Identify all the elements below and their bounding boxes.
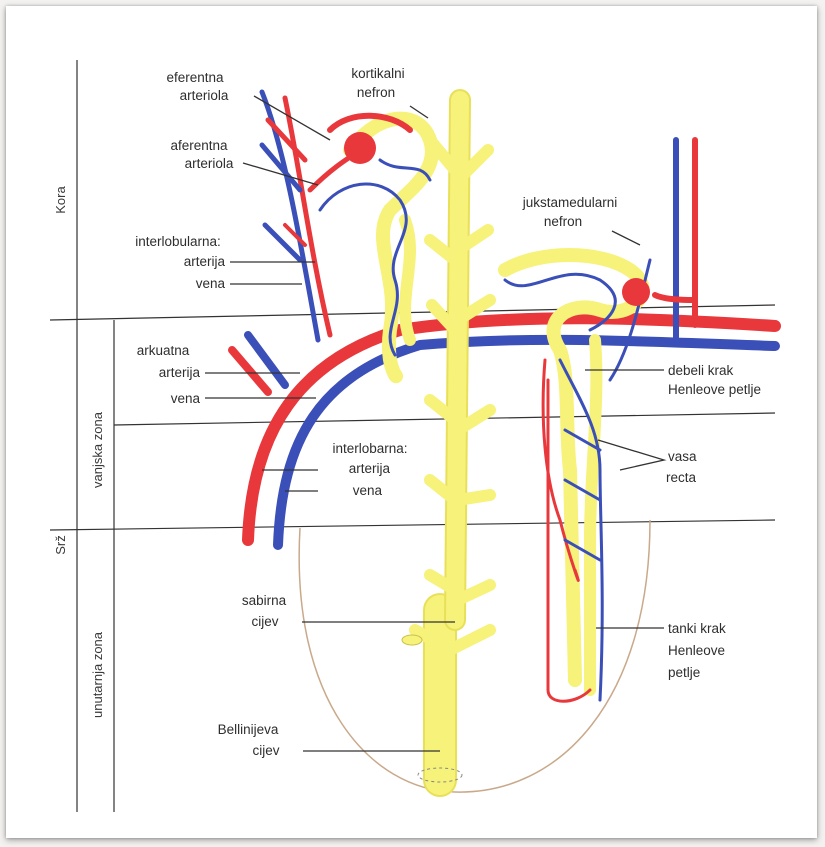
label-thin-2: Henleove <box>668 643 725 658</box>
outer-inner-zone-boundary <box>50 520 775 530</box>
label-juxta-2: nefron <box>544 214 582 229</box>
label-collecting-2: cijev <box>251 614 278 629</box>
label-thin-1: tanki krak <box>668 621 726 636</box>
label-interlobar-artery: arterija <box>349 461 391 476</box>
label-outer-zone: vanjska zona <box>90 411 105 488</box>
label-cortical-2: nefron <box>357 85 395 100</box>
label-afferent-2: arteriola <box>185 156 234 171</box>
label-interlobular: interlobularna: <box>135 234 221 249</box>
label-interlobular-vein: vena <box>196 276 226 291</box>
zone-dividers <box>50 60 775 812</box>
interlobular-vessels-right <box>655 140 695 340</box>
label-efferent-1: eferentna <box>166 70 224 85</box>
side-labels: Kora Srž vanjska zona unutarnja zona <box>53 186 105 719</box>
leader-vasa-recta <box>598 440 664 470</box>
label-arcuate: arkuatna <box>137 343 190 358</box>
label-inner-zone: unutarnja zona <box>90 631 105 718</box>
label-bellini-1: Bellinijeva <box>218 722 279 737</box>
label-collecting-1: sabirna <box>242 593 287 608</box>
arcuate-vessels <box>232 318 775 545</box>
label-juxta-1: jukstamedularni <box>522 195 618 210</box>
label-efferent-2: arteriola <box>180 88 229 103</box>
label-interlobar-vein: vena <box>353 483 383 498</box>
label-thick-2: Henleove petlje <box>668 382 761 397</box>
label-vasa: vasa <box>668 449 697 464</box>
label-interlobar: interlobarna: <box>332 441 407 456</box>
label-cortex: Kora <box>53 186 68 214</box>
collecting-duct <box>402 100 490 782</box>
leader-juxta <box>612 231 640 245</box>
label-arcuate-vein: vena <box>171 391 201 406</box>
label-thick-1: debeli krak <box>668 363 734 378</box>
label-interlobular-artery: arterija <box>184 254 226 269</box>
label-arcuate-artery: arterija <box>159 365 201 380</box>
label-recta: recta <box>666 470 697 485</box>
label-afferent-1: aferentna <box>170 138 228 153</box>
label-bellini-2: cijev <box>252 743 279 758</box>
label-medulla: Srž <box>53 535 68 555</box>
label-cortical-1: kortikalni <box>351 66 404 81</box>
label-thin-3: petlje <box>668 665 700 680</box>
interlobular-vessels-left <box>262 92 330 340</box>
